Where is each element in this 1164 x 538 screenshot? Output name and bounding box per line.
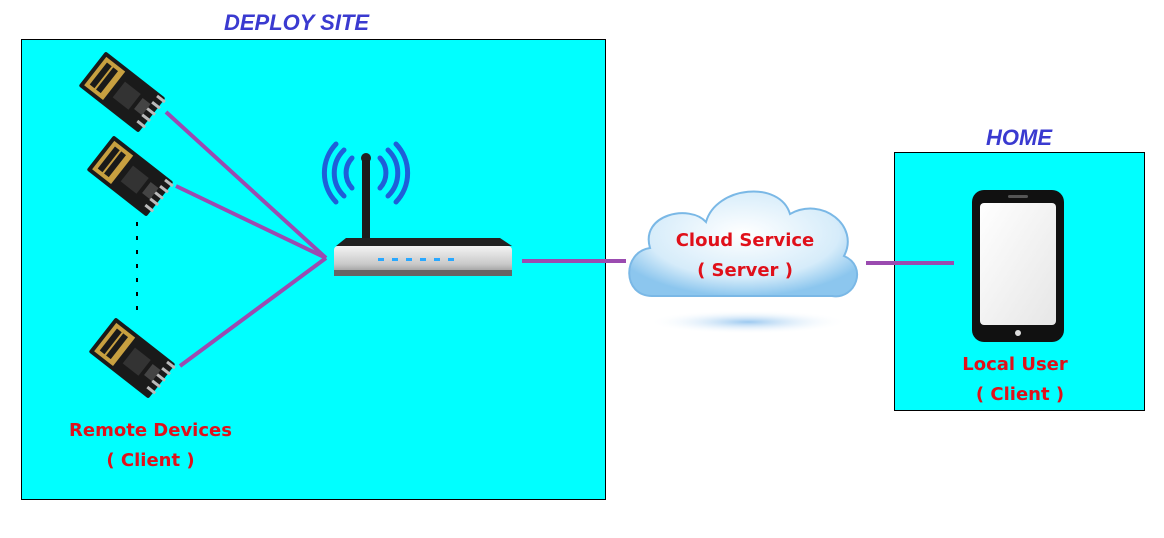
home-title: HOME — [986, 125, 1052, 150]
cloud-service-label: Cloud Service — [675, 230, 815, 251]
wifi-signal-icon — [321, 141, 411, 205]
connection-lines — [164, 110, 954, 368]
link-device2-router — [175, 184, 327, 260]
cloud-service-sublabel: ( Server ) — [697, 260, 793, 281]
remote-devices-label: Remote Devices — [69, 420, 232, 441]
link-device3-router — [178, 256, 328, 368]
smartphone-icon — [972, 190, 1064, 342]
deploy-site-title: DEPLOY SITE — [224, 10, 370, 35]
esp-module-icon — [87, 136, 174, 216]
esp-module-icon — [89, 318, 176, 398]
link-device1-router — [164, 110, 328, 260]
wifi-router-icon — [321, 141, 512, 276]
device-ellipsis — [136, 222, 138, 310]
local-user-sublabel: ( Client ) — [975, 384, 1065, 405]
esp-module-icon — [79, 52, 166, 132]
cloud-icon — [628, 190, 859, 334]
remote-devices-sublabel: ( Client ) — [106, 450, 195, 471]
local-user-label: Local User — [962, 354, 1068, 375]
